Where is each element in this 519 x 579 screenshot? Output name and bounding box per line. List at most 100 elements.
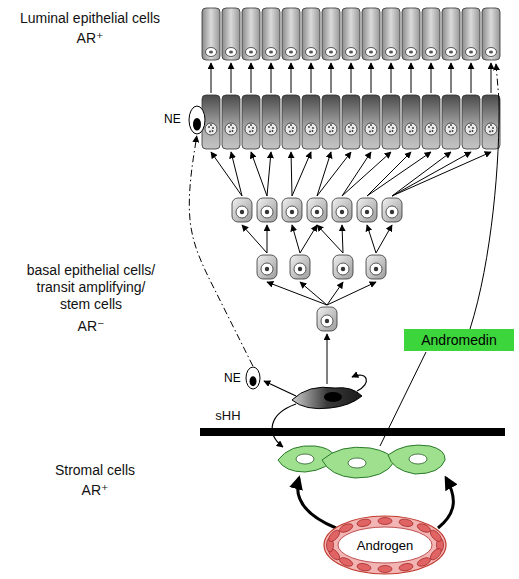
lineage-arrow: [317, 225, 343, 253]
stromal-nucleus: [296, 454, 314, 464]
transit-amplifying-cell: [257, 255, 277, 279]
lineage-arrow: [392, 152, 491, 196]
basement-membrane: [200, 428, 505, 436]
transit-amplifying-cell: [290, 255, 310, 279]
side-label: AR⁺: [15, 30, 165, 47]
luminal-cell: [262, 8, 280, 60]
androgen-vessel: Androgen: [322, 514, 448, 576]
ne-nucleus: [193, 118, 201, 131]
lineage-arrow: [291, 63, 292, 93]
red-blood-cell: [356, 518, 371, 527]
intermediate-cell: [382, 95, 400, 149]
ne-nucleus: [250, 376, 257, 386]
andromedin-signal-arrow: [496, 64, 499, 100]
cell-label: NE: [224, 371, 241, 385]
transit-amplifying-cell: [257, 198, 277, 222]
luminal-cell: [462, 8, 480, 60]
lineage-arrow: [317, 152, 331, 196]
luminal-cell: [382, 8, 400, 60]
transit-amplifying-cell: [307, 198, 327, 222]
transit-amplifying-cell: [366, 255, 386, 279]
side-label: Luminal epithelial cells: [15, 10, 165, 27]
andromedin-signal-line: [470, 100, 499, 329]
lineage-arrow: [351, 63, 352, 93]
lineage-arrow: [267, 225, 268, 253]
lineage-arrow: [267, 152, 271, 196]
luminal-cell: [222, 8, 240, 60]
lineage-arrow: [231, 63, 232, 93]
stem-nucleus: [324, 392, 342, 402]
transit-amplifying-cell: [332, 198, 352, 222]
lineage-arrow: [311, 63, 312, 93]
andromedin-signal-line: [380, 352, 426, 446]
intermediate-cell: [482, 95, 500, 149]
cell-label: NE: [164, 112, 181, 126]
transit-amplifying-cell: [357, 198, 377, 222]
red-blood-cell: [356, 562, 371, 571]
stromal-nucleus: [348, 458, 366, 468]
lineage-arrow: [327, 334, 328, 384]
lineage-arrow: [431, 63, 432, 93]
intermediate-cell: [282, 95, 300, 149]
luminal-cell: [422, 8, 440, 60]
luminal-cell: [482, 8, 500, 60]
differentiation-arrow: [264, 381, 296, 396]
lineage-arrow: [211, 63, 212, 93]
intermediate-cell: [402, 95, 420, 149]
ne-cell: NE: [224, 366, 262, 390]
lineage-arrow: [376, 225, 392, 253]
side-label: AR⁻: [22, 318, 160, 335]
ne-cell: NE: [164, 104, 206, 136]
luminal-cell: [342, 8, 360, 60]
shh-signal-arrow: [272, 404, 296, 447]
transit-amplifying-cell: [282, 198, 302, 222]
luminal-cell: [242, 8, 260, 60]
luminal-cell: [322, 8, 340, 60]
intermediate-cell-row: [202, 95, 500, 149]
lineage-connector: [189, 136, 253, 366]
stromal-cell: [388, 445, 445, 474]
intermediate-cell: [442, 95, 460, 149]
luminal-cell: [302, 8, 320, 60]
lineage-arrow: [491, 63, 492, 93]
node-label: Androgen: [322, 538, 448, 553]
transit-amplifying-cell: [333, 255, 353, 279]
lineage-arrow: [292, 225, 300, 253]
luminal-cell: [362, 8, 380, 60]
intermediate-cell: [422, 95, 440, 149]
lineage-arrow: [342, 225, 343, 253]
signal-label: sHH: [208, 407, 248, 424]
luminal-cell: [282, 8, 300, 60]
ne-cell-body: [189, 106, 205, 134]
transit-amplifying-cell: [317, 307, 337, 331]
transit-amplifying-cell-row: [257, 255, 386, 279]
self-renewal-arrow: [352, 375, 366, 391]
lineage-arrow: [291, 152, 292, 196]
intermediate-cell: [242, 95, 260, 149]
node-label: Andromedin: [404, 332, 514, 348]
intermediate-cell: [322, 95, 340, 149]
luminal-cell-row: [202, 8, 500, 60]
stromal-cell: [322, 447, 394, 478]
side-label: AR⁺: [30, 482, 160, 499]
ne-cell-body: [246, 367, 260, 389]
intermediate-cell: [262, 95, 280, 149]
lineage-arrow: [367, 225, 376, 253]
intermediate-cell: [222, 95, 240, 149]
lineage-arrow: [231, 152, 242, 196]
luminal-cell: [202, 8, 220, 60]
andromedin-box: Andromedin: [404, 329, 514, 351]
stromal-nucleus: [409, 454, 427, 464]
lineage-arrow: [411, 63, 412, 93]
lineage-arrow: [292, 152, 311, 196]
lineage-arrow: [267, 282, 327, 305]
lineage-arrow: [391, 63, 392, 93]
lineage-arrow: [327, 282, 376, 305]
stem-cell: [292, 387, 362, 408]
red-blood-cell: [399, 562, 414, 571]
intermediate-cell: [302, 95, 320, 149]
intermediate-cell: [362, 95, 380, 149]
lineage-arrow: [331, 63, 332, 93]
transit-amplifying-cell: [382, 198, 402, 222]
